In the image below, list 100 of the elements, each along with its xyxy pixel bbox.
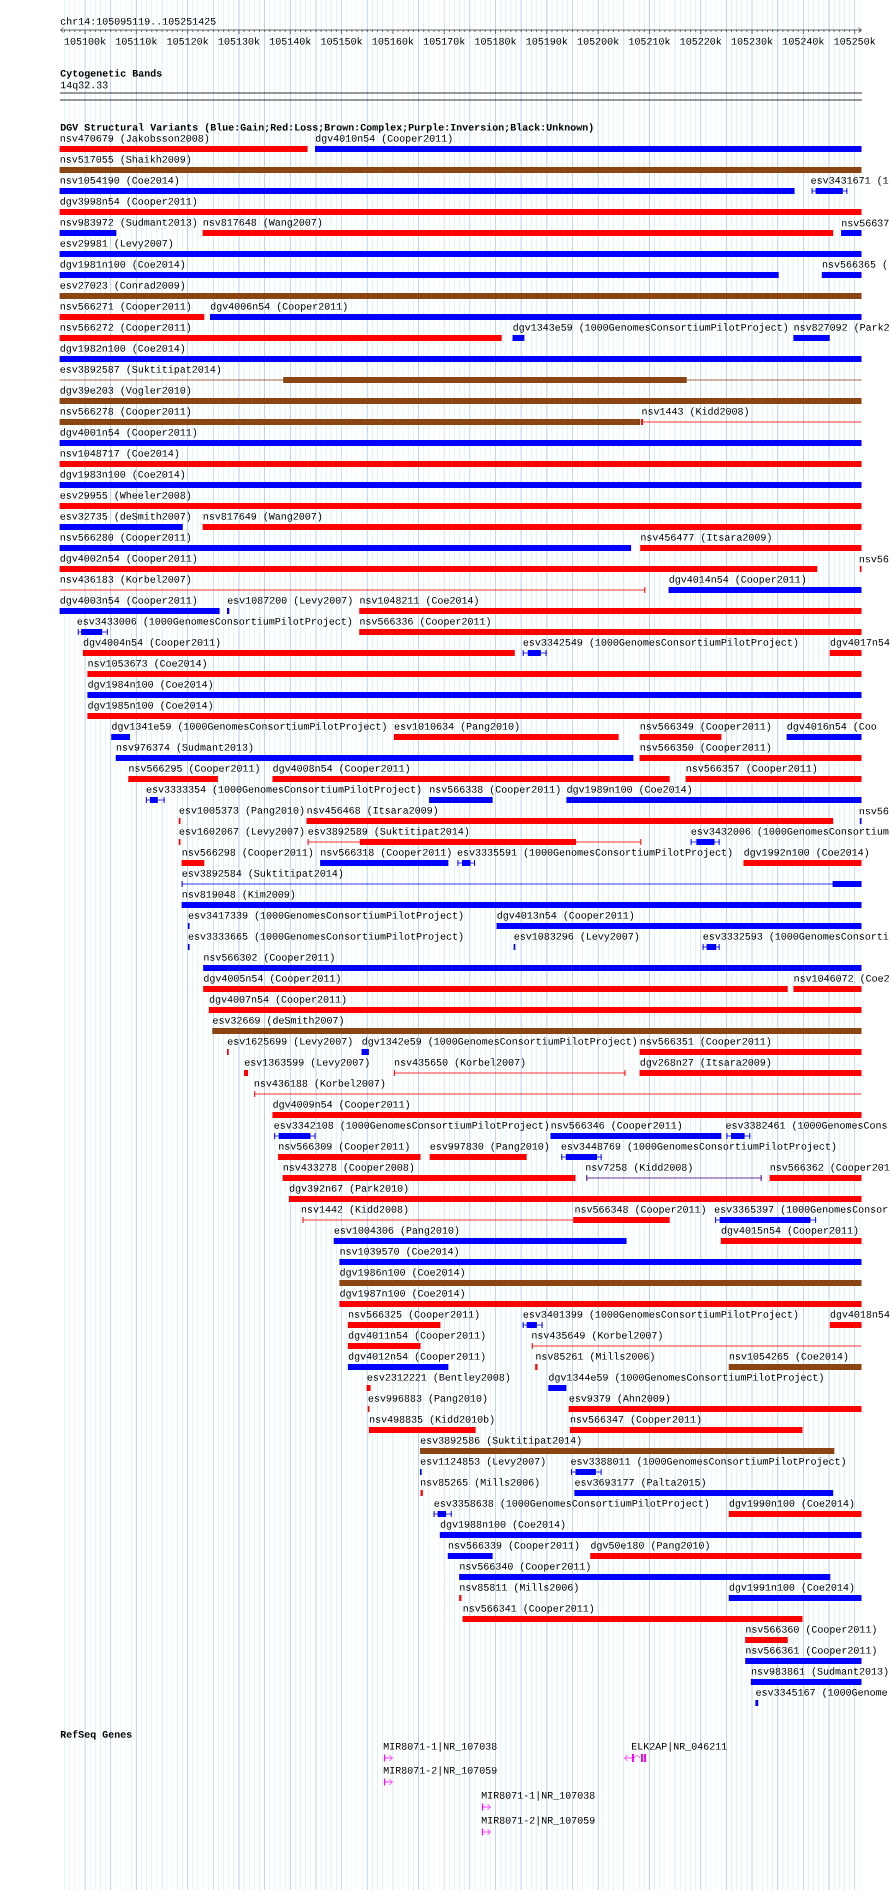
variant-label: nsv433278 (Cooper2008) — [283, 1163, 414, 1173]
track-title: DGV Structural Variants (Blue:Gain;Red:Loss;Brown:Complex;Purple:Inversion;Black:Unknown) — [60, 123, 593, 133]
variant-label: nsv566357 (Cooper2011) — [686, 764, 817, 774]
variant-label: nsv566336 (Cooper2011) — [360, 617, 490, 627]
variant-label: esv3333665 (1000GenomesConsortiumPilotProject) — [188, 932, 463, 942]
gene-label: MIR8071-2|NR_107059 — [383, 1766, 497, 1776]
band-label: 14q32.33 — [60, 81, 108, 91]
variant-label: dgv4016n54 (Coo — [787, 722, 877, 732]
tick-label: 105210k — [629, 37, 670, 45]
variant-label: dgv4015n54 (Cooper2011) — [721, 1226, 858, 1236]
variant-label: esv3892589 (Suktitipat2014) — [308, 827, 469, 837]
variant-label: esv1004306 (Pang2010) — [334, 1226, 459, 1236]
variant-label: esv3342108 (1000GenomesConsortiumPilotProject) — [274, 1121, 549, 1131]
variant-label: nsv566309 (Cooper2011) — [279, 1142, 409, 1152]
variant-label: dgv1984n100 (Coe2014) — [88, 680, 212, 690]
variant-label: esv3335591 (1000GenomesConsortiumPilotProject) — [457, 848, 732, 858]
tick-label: 105180k — [475, 37, 516, 45]
variant-label: esv3382461 (1000GenomesCons — [726, 1121, 887, 1131]
tick-label: 105110k — [116, 37, 157, 45]
variant-label: esv3388011 (1000GenomesConsortiumPilotProject) — [571, 1457, 845, 1467]
variant-label: dgv392n67 (Park2010) — [289, 1184, 408, 1194]
variant-label: dgv1343e59 (1000GenomesConsortiumPilotProject) — [513, 323, 787, 333]
variant-label: nsv566298 (Cooper2011) — [182, 848, 313, 858]
variant-label: esv3433006 (1000GenomesConsortiumPilotProject) — [77, 617, 352, 627]
variant-label: nsv1442 (Kidd2008) — [301, 1205, 408, 1215]
variant-label: dgv1342e59 (1000GenomesConsortiumPilotProject) — [362, 1037, 637, 1047]
variant-label: nsv827092 (Park2 — [794, 323, 889, 333]
variant-label: esv3693177 (Palta2015) — [575, 1478, 705, 1488]
variant-label: dgv4008n54 (Cooper2011) — [273, 764, 409, 774]
variant-label: nsv85811 (Mills2006) — [460, 1583, 578, 1593]
variant-label: esv3431671 (1 — [811, 176, 889, 186]
variant-label: nsv817649 (Wang2007) — [203, 512, 322, 522]
variant-label: dgv1991n100 (Coe2014) — [729, 1583, 854, 1593]
variant-label: esv27023 (Conrad2009) — [60, 281, 185, 291]
variant-label: esv996883 (Pang2010) — [368, 1394, 487, 1404]
variant-label: esv1602067 (Levy2007) — [179, 827, 304, 837]
variant-label: dgv50e180 (Pang2010) — [591, 1541, 709, 1551]
variant-label: esv1087200 (Levy2007) — [227, 596, 352, 606]
variant-label: dgv4007n54 (Cooper2011) — [209, 995, 346, 1005]
variant-label: nsv436188 (Korbel2007) — [254, 1079, 385, 1089]
variant-label: nsv566360 (Cooper2011) — [746, 1625, 876, 1635]
variant-label: nsv1054265 (Coe2014) — [729, 1352, 848, 1362]
tick-label: 105140k — [270, 37, 311, 45]
tick-label: 105120k — [167, 37, 209, 45]
tick-label: 105170k — [423, 37, 465, 45]
variant-label: dgv4005n54 (Cooper2011) — [204, 974, 340, 984]
tick-label: 105240k — [783, 37, 824, 45]
variant-label: nsv566272 (Cooper2011) — [60, 323, 191, 333]
variant-label: esv32669 (deSmith2007) — [213, 1016, 343, 1026]
variant-label: dgv4011n54 (Cooper2011) — [348, 1331, 485, 1341]
variant-label: dgv4012n54 (Cooper2011) — [348, 1352, 485, 1362]
variant-label: nsv56 — [859, 807, 889, 815]
variant-label: nsv7258 (Kidd2008) — [586, 1163, 692, 1173]
variant-label: dgv1982n100 (Coe2014) — [60, 344, 185, 354]
variant-label: dgv1341e59 (1000GenomesConsortiumPilotProject) — [112, 722, 386, 732]
variant-label: dgv4010n54 (Cooper2011) — [315, 134, 452, 144]
variant-label: dgv4001n54 (Cooper2011) — [60, 428, 197, 438]
variant-label: nsv85265 (Mills2006) — [421, 1478, 539, 1488]
variant-label: esv2312221 (Bentley2008) — [367, 1373, 510, 1383]
variant-label: nsv566362 (Cooper201 — [770, 1163, 890, 1173]
variant-label: nsv566271 (Cooper2011) — [60, 302, 191, 312]
variant-label: nsv566339 (Cooper2011) — [448, 1541, 579, 1551]
variant-label: nsv1048211 (Coe2014) — [360, 596, 478, 606]
variant-label: nsv498835 (Kidd2010b) — [370, 1415, 494, 1425]
tick-label: 105190k — [526, 37, 568, 45]
variant-label: nsv1053673 (Coe2014) — [88, 659, 206, 669]
variant-label: nsv456468 (Itsara2009) — [307, 806, 437, 816]
variant-label: nsv435650 (Korbel2007) — [394, 1058, 525, 1068]
tick-label: 105250k — [834, 37, 876, 45]
variant-label: esv9379 (Ahn2009) — [569, 1394, 670, 1404]
variant-label: dgv1990n100 (Coe2014) — [729, 1499, 854, 1509]
variant-label: nsv1048717 (Coe2014) — [60, 449, 179, 459]
variant-label: nsv566346 (Cooper2011) — [551, 1121, 682, 1131]
tick-label: 105130k — [218, 37, 260, 45]
variant-label: dgv4018n54 — [830, 1310, 890, 1320]
variant-label: nsv566341 (Cooper2011) — [463, 1604, 594, 1614]
variant-label: esv3401399 (1000GenomesConsortiumPilotProject) — [523, 1310, 798, 1320]
variant-label: esv3332593 (1000GenomesConsorti — [703, 932, 889, 942]
variant-label: dgv3998n54 (Cooper2011) — [60, 197, 197, 207]
variant-label: nsv566278 (Cooper2011) — [60, 407, 191, 417]
variant-label: nsv566361 (Cooper2011) — [746, 1646, 876, 1656]
variant-label: esv3892587 (Suktitipat2014) — [60, 365, 221, 375]
variant-label: nsv566347 (Cooper2011) — [570, 1415, 701, 1425]
variant-label: nsv566280 (Cooper2011) — [60, 533, 191, 543]
variant-label: nsv1443 (Kidd2008) — [642, 407, 748, 417]
track-title: RefSeq Genes — [60, 1730, 132, 1740]
variant-label: dgv1344e59 (1000GenomesConsortiumPilotProject) — [549, 1373, 823, 1383]
variant-label: dgv1986n100 (Coe2014) — [340, 1268, 464, 1278]
variant-label: nsv566348 (Cooper2011) — [575, 1205, 705, 1215]
variant-label: dgv39e203 (Vogler2010) — [60, 386, 191, 396]
variant-label: esv3432006 (1000GenomesConsortium — [691, 827, 889, 837]
gene-label: ELK2AP|NR_046211 — [632, 1742, 727, 1752]
variant-label: esv3365397 (1000GenomesConsor — [714, 1205, 888, 1215]
variant-label: esv3358638 (1000GenomesConsortiumPilotProject) — [434, 1499, 709, 1509]
variant-label: nsv435649 (Korbel2007) — [532, 1331, 662, 1341]
coordinate-label: chr14:105095119..105251425 — [60, 17, 216, 25]
variant-label: nsv819048 (Kim2009) — [182, 890, 295, 900]
variant-label: dgv268n27 (Itsara2009) — [640, 1058, 771, 1068]
track-title: Cytogenetic Bands — [60, 69, 162, 79]
variant-label: nsv566325 (Cooper2011) — [349, 1310, 479, 1320]
